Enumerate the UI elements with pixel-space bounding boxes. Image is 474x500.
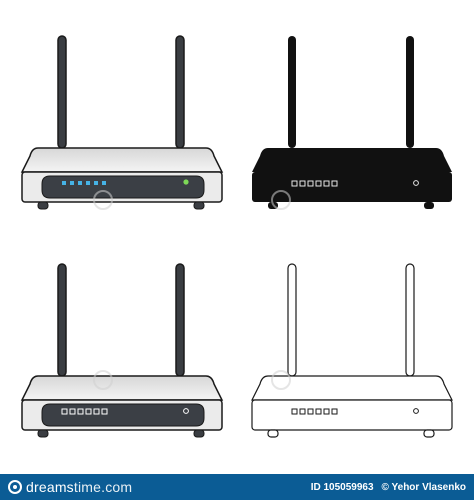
router-outline-icon [251, 263, 453, 438]
router-foot-left [37, 201, 49, 210]
watermark [93, 190, 291, 390]
router-black-icon [252, 36, 452, 209]
router-black-ports [291, 180, 419, 187]
router-cartoon-icon [20, 35, 224, 210]
antenna-left [57, 35, 67, 149]
router-icons-illustration [20, 35, 453, 438]
router-gray-leds [61, 408, 189, 415]
router-foot-right [193, 201, 205, 210]
router-outline-ports [291, 408, 419, 415]
brand-tld: time.com [73, 479, 133, 495]
router-cartoon-gray-icon [20, 263, 224, 438]
author: © Yehor Vlasenko [381, 481, 466, 493]
credit: ID 105059963 © Yehor Vlasenko [311, 482, 466, 493]
router-top [20, 147, 224, 173]
dreamstime-logo-icon [8, 480, 22, 494]
brand-name: dreams [26, 479, 74, 495]
antenna-right [175, 35, 185, 149]
router-panel [41, 175, 205, 199]
image-id: ID 105059963 [310, 481, 374, 493]
router-leds [62, 179, 189, 185]
